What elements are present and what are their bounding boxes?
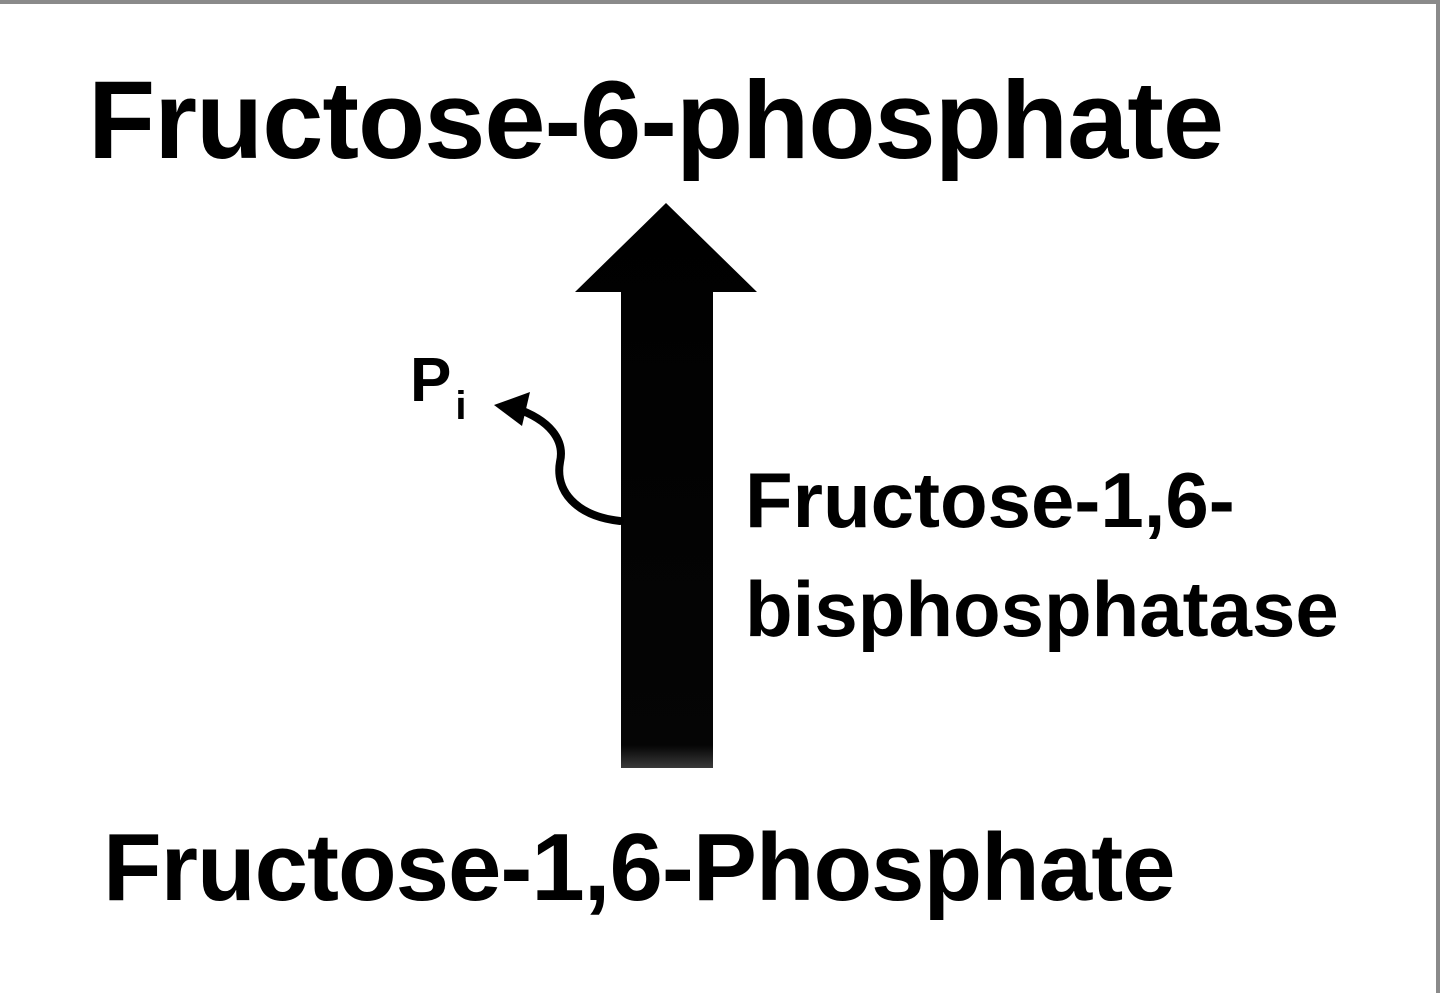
reaction-arrow-icon xyxy=(575,203,757,768)
enzyme-label: Fructose-1,6- bisphosphatase xyxy=(745,456,1339,654)
frame-border-right xyxy=(1436,0,1440,993)
frame-border-top xyxy=(0,0,1440,4)
product-label: Fructose-6-phosphate xyxy=(88,59,1224,182)
pi-main: P xyxy=(410,346,452,415)
phosphate-release-arrow-icon xyxy=(494,392,624,525)
pi-subscript: i xyxy=(455,384,467,428)
substrate-label: Fructose-1,6-Phosphate xyxy=(103,814,1176,921)
